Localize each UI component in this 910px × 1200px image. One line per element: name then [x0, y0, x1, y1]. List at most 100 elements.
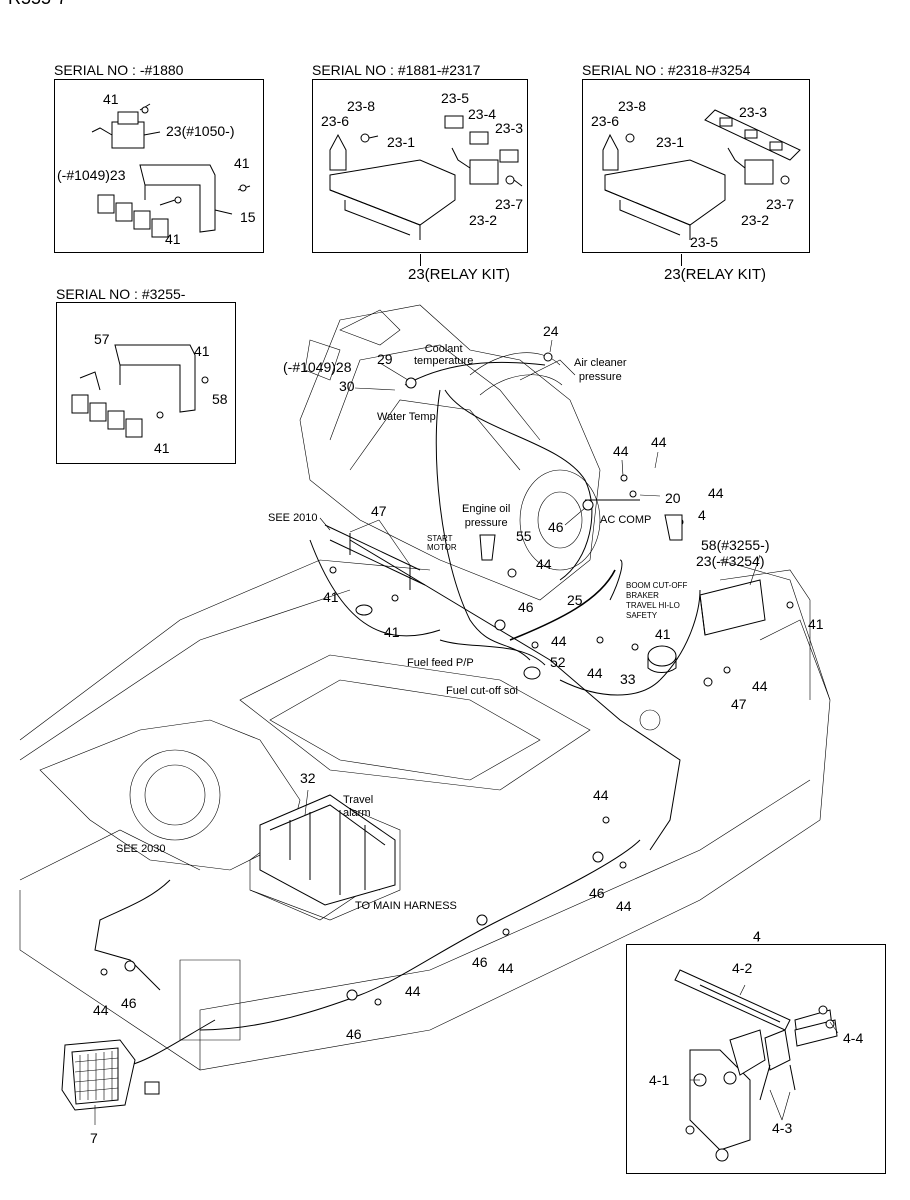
engine-oil-pressure-label: Engine oil pressure — [462, 503, 511, 529]
inset-box-serial-1880 — [54, 79, 264, 253]
detail-callout-4-1: 4-1 — [649, 1072, 670, 1088]
box3-art — [602, 109, 801, 240]
box2-art — [329, 115, 523, 240]
box3-callout: 23-7 — [766, 196, 795, 212]
box1-serial-label: SERIAL NO : -#1880 — [54, 62, 184, 78]
see-2010-ref[interactable]: SEE 2010 — [268, 512, 318, 524]
callout-46: 46 — [121, 995, 137, 1011]
callout-41: 41 — [323, 589, 339, 605]
box3-serial-label: SERIAL NO : #2318-#3254 — [582, 62, 751, 78]
box2-callout: 23-1 — [387, 134, 416, 150]
fuel-cutoff-sol-label: Fuel cut-off sol — [446, 685, 518, 697]
callout-46: 46 — [346, 1026, 362, 1042]
box1-callout: 15 — [240, 209, 256, 225]
callout-44: 44 — [405, 983, 421, 999]
callout-44: 44 — [593, 787, 609, 803]
box2-callout: 23-7 — [495, 196, 524, 212]
callout-46: 46 — [589, 885, 605, 901]
travel-hilo-relay-label: TRAVEL HI-LO — [626, 601, 680, 610]
callout-46: 46 — [518, 599, 534, 615]
box1-callout: 23(#1050-) — [166, 123, 235, 139]
box4-callout: 41 — [154, 440, 170, 456]
to-main-harness-label: TO MAIN HARNESS — [355, 900, 457, 912]
callout-44: 44 — [613, 443, 629, 459]
callout-47: 47 — [371, 503, 387, 519]
detail-callout-4-2: 4-2 — [732, 960, 753, 976]
box3-callout: 23-2 — [741, 212, 770, 228]
box1-callout: (-#1049)23 — [57, 167, 126, 183]
callout-25: 25 — [567, 592, 583, 608]
box2-callout: 23-5 — [441, 90, 470, 106]
callout-20: 20 — [665, 490, 681, 506]
relay-23-label: 23(-#3254) — [696, 553, 765, 569]
callout-44: 44 — [616, 898, 632, 914]
air-cleaner-pressure-label: Air cleaner pressure — [574, 357, 627, 383]
main-parts-art — [61, 339, 794, 1125]
box3-callout: 23-5 — [690, 234, 719, 250]
detail-box-bracket-4 — [626, 944, 886, 1174]
box1-callout: 41 — [165, 231, 181, 247]
engine-art — [299, 304, 601, 601]
box4-serial-label: SERIAL NO : #3255- — [56, 286, 186, 302]
callout-44: 44 — [93, 1002, 109, 1018]
box3-callout: 23-3 — [739, 104, 768, 120]
safety-relay-label: SAFETY — [626, 611, 658, 620]
box2-relay-kit-label: 23(RELAY KIT) — [408, 266, 510, 283]
box3-callout: 23-1 — [656, 134, 685, 150]
box4-callout: 57 — [94, 331, 110, 347]
callout-30: 30 — [339, 378, 355, 394]
box3-callout: 23-6 — [591, 113, 620, 129]
box1-art — [91, 103, 251, 238]
callout-55: 55 — [516, 528, 532, 544]
callout-33: 33 — [620, 671, 636, 687]
detail-callout-4-4: 4-4 — [843, 1030, 864, 1046]
detail-callout-4-3: 4-3 — [772, 1120, 793, 1136]
harness-art — [94, 361, 701, 1066]
callout-47: 47 — [731, 696, 747, 712]
callout-24: 24 — [543, 323, 559, 339]
braker-relay-label: BRAKER — [626, 591, 659, 600]
detail-callout-4: 4 — [753, 928, 761, 944]
box2-serial-label: SERIAL NO : #1881-#2317 — [312, 62, 481, 78]
callout-41: 41 — [384, 624, 400, 640]
box3-relay-kit-label: 23(RELAY KIT) — [664, 266, 766, 283]
callout-32: 32 — [300, 770, 316, 786]
see-2030-ref[interactable]: SEE 2030 — [116, 843, 166, 855]
callout-7: 7 — [90, 1130, 98, 1146]
box3-kit-leader — [681, 254, 683, 266]
callout-44: 44 — [498, 960, 514, 976]
callout-4: 4 — [698, 507, 706, 523]
callout-44: 44 — [752, 678, 768, 694]
callout-44: 44 — [651, 434, 667, 450]
callout-46: 46 — [548, 519, 564, 535]
fuel-feed-pump-label: Fuel feed P/P — [407, 657, 474, 669]
box2-callout: 23-3 — [495, 120, 524, 136]
water-temp-label: Water Temp — [377, 411, 436, 423]
travel-alarm-label: Travel alarm — [343, 794, 374, 819]
callout-28: (-#1049)28 — [283, 359, 352, 375]
callout-41: 41 — [655, 626, 671, 642]
box2-kit-leader — [420, 254, 422, 266]
callout-46: 46 — [472, 954, 488, 970]
box2-callout: 23-4 — [468, 106, 497, 122]
box4-callout: 41 — [194, 343, 210, 359]
callout-52: 52 — [550, 654, 566, 670]
callout-44: 44 — [587, 665, 603, 681]
callout-44: 44 — [708, 485, 724, 501]
box2-callout: 23-8 — [347, 98, 376, 114]
box4-callout: 58 — [212, 391, 228, 407]
detail-art — [674, 932, 839, 1162]
box1-callout: 41 — [234, 155, 250, 171]
boom-cutoff-relay-label: BOOM CUT-OFF — [626, 581, 688, 590]
page-model-title: R555-7 — [8, 0, 67, 9]
coolant-temperature-label: Coolant temperature — [414, 343, 474, 367]
callout-41: 41 — [808, 616, 824, 632]
inset-box-serial-3255 — [56, 302, 236, 464]
box3-callout: 23-8 — [618, 98, 647, 114]
box2-callout: 23-2 — [469, 212, 498, 228]
box4-art — [71, 344, 209, 438]
inset-box-serial-1881-2317 — [312, 79, 528, 253]
box2-callout: 23-6 — [321, 113, 350, 129]
start-motor-label: START MOTOR — [427, 534, 457, 552]
